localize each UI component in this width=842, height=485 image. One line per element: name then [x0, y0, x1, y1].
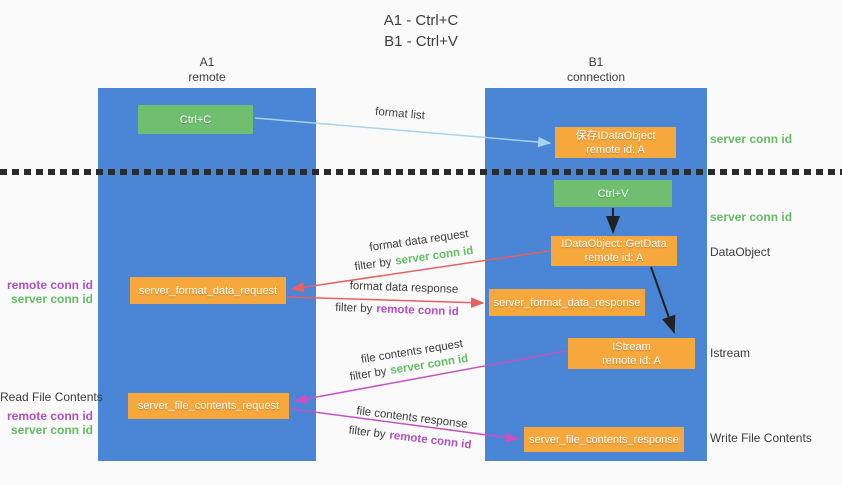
annotation-remote-conn-id-2: remote conn id [6, 409, 93, 423]
node-ctrl-v: Ctrl+V [554, 180, 672, 207]
node-ctrl-c: Ctrl+C [138, 105, 253, 134]
annotation-read-file-contents: Read File Contents [0, 390, 103, 404]
node-istream: IStream remote id: A [568, 338, 695, 369]
node-ctrl-c-label: Ctrl+C [179, 113, 212, 126]
node-save-idataobject-line2: remote id: A [586, 143, 645, 156]
node-save-idataobject-line1: 保存IDataObject [575, 129, 656, 142]
node-getdata-line2: remote id: A [584, 252, 644, 264]
filter-by-text: filter by [335, 301, 373, 316]
node-istream-line1: IStream [612, 340, 651, 353]
annotation-dataobject: DataObject [710, 245, 771, 259]
node-server-format-data-response: server_format_data_response [489, 289, 645, 316]
annotation-server-conn-id-top: server conn id [710, 132, 793, 146]
annotation-server-conn-id-1: server conn id [10, 292, 93, 306]
node-format-request-label: server_format_data_request [138, 284, 278, 297]
title-line-1: A1 - Ctrl+C [383, 12, 459, 29]
label-format-list: format list [374, 105, 426, 123]
filter-by-text: filter by [347, 424, 387, 441]
node-server-file-contents-request: server_file_contents_request [128, 393, 289, 419]
column-header-a1: A1 remote [98, 55, 316, 85]
annotation-server-conn-id-2: server conn id [10, 423, 93, 437]
annotation-istream: Istream [710, 346, 751, 360]
node-file-request-label: server_file_contents_request [137, 400, 280, 412]
node-istream-line2: remote id: A [602, 354, 661, 367]
filter-by-text: filter by [348, 365, 388, 384]
machine-boundary-dotted-line [0, 169, 842, 175]
node-server-format-data-request: server_format_data_request [130, 277, 286, 304]
remote-conn-id-text: remote conn id [376, 303, 459, 319]
node-format-response-label: server_format_data_response [493, 296, 641, 309]
remote-conn-id-text: remote conn id [388, 429, 473, 452]
label-format-data-response: format data response [349, 280, 459, 296]
column-a1-name: remote [188, 70, 226, 84]
diagram-title: A1 - Ctrl+C B1 - Ctrl+V [0, 10, 842, 52]
annotation-server-conn-id-mid: server conn id [710, 210, 793, 224]
node-ctrl-v-label: Ctrl+V [597, 187, 629, 200]
filter-by-text: filter by [353, 256, 393, 274]
node-idataobject-getdata: IDataObject::GetData remote id: A [551, 236, 677, 266]
column-header-b1: B1 connection [485, 55, 707, 85]
annotation-write-file-contents: Write File Contents [710, 431, 812, 445]
annotation-remote-conn-id-1: remote conn id [6, 278, 93, 292]
node-file-response-label: server_file_contents_response [529, 433, 679, 446]
column-b1-name: connection [566, 70, 626, 84]
node-getdata-line1: IDataObject::GetData [561, 238, 667, 250]
column-b1-id: B1 [588, 55, 604, 69]
node-server-file-contents-response: server_file_contents_response [524, 427, 684, 452]
column-a1-id: A1 [199, 55, 215, 69]
node-save-idataobject: 保存IDataObject remote id: A [555, 127, 676, 158]
title-line-2: B1 - Ctrl+V [384, 33, 458, 50]
